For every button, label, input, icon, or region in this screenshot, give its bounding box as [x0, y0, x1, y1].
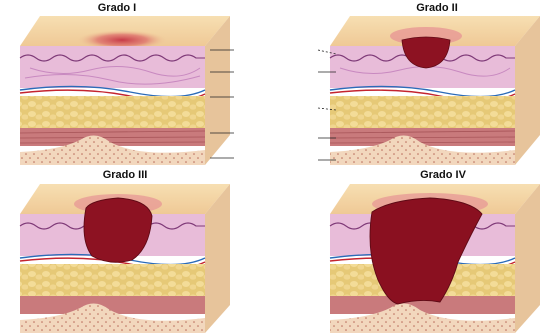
stage-1-block	[20, 16, 234, 165]
fat-layer	[330, 96, 515, 128]
stage-2-block	[318, 16, 540, 165]
stage-3-block	[20, 184, 230, 333]
fat-layer	[20, 264, 205, 296]
fat-layer	[20, 96, 205, 128]
stage-4-block	[330, 184, 540, 333]
